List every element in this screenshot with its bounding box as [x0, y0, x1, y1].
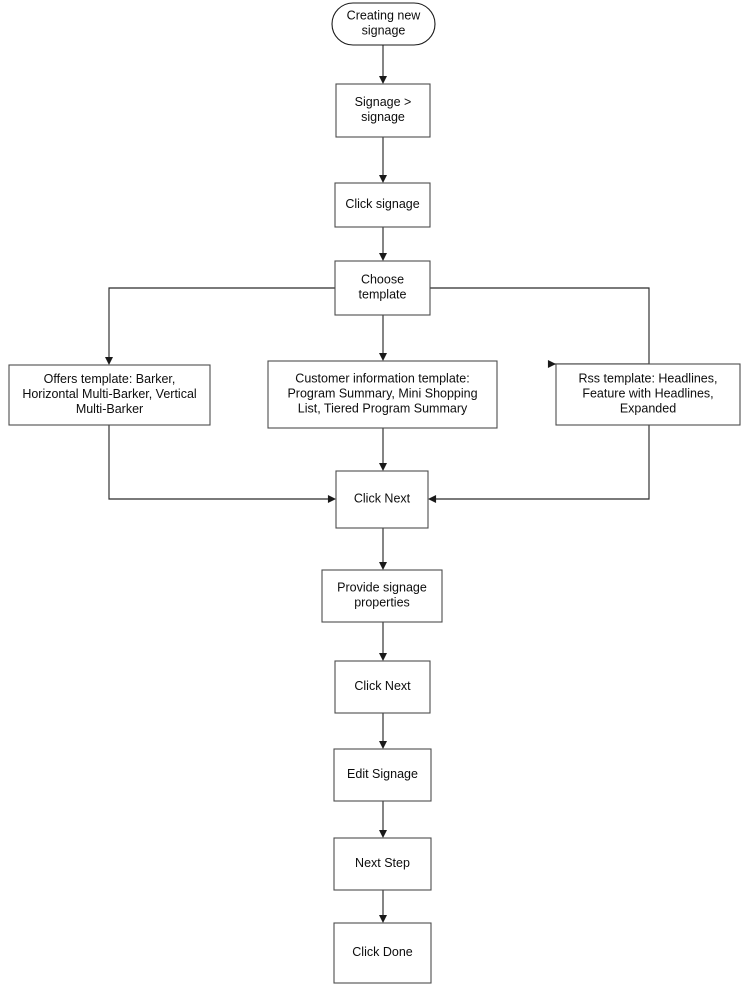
connector-rss-to-click-next — [428, 425, 650, 503]
node-shape-click-done — [333, 922, 432, 984]
connector-line — [108, 425, 329, 500]
node-shape-click-next-2 — [334, 660, 431, 714]
connector-click-next-to-provide-properties — [379, 528, 387, 570]
node-label-click-next-1: Click Next — [354, 492, 411, 506]
node-shape-start — [331, 2, 436, 46]
connector-arrowhead — [428, 495, 437, 503]
node-label-line: Click Done — [352, 945, 412, 959]
node-label-line: Signage > — [355, 95, 412, 109]
node-shape-choose-template — [334, 260, 431, 316]
connector-arrowhead — [379, 561, 387, 570]
connector-line — [430, 287, 650, 365]
node-label-customer-information-template: Customer information template:Program Su… — [287, 372, 477, 416]
node-label-line: Customer information template: — [295, 372, 469, 386]
connector-arrowhead — [379, 252, 387, 261]
node-edit-signage: Edit Signage — [333, 748, 432, 802]
connector-arrowhead — [547, 360, 556, 368]
node-signage-menu: Signage >signage — [335, 83, 431, 138]
node-label-line: template — [359, 288, 407, 302]
connector-click-signage-to-choose-template — [379, 227, 387, 261]
node-label-click-done: Click Done — [352, 945, 412, 959]
connector-choose-template-to-customer-information — [379, 315, 387, 361]
connector-arrowhead — [379, 829, 387, 838]
connector-click-next-2-to-edit-signage — [379, 713, 387, 749]
node-label-offers-template: Offers template: Barker,Horizontal Multi… — [22, 372, 196, 416]
node-label-rss-template: Rss template: Headlines,Feature with Hea… — [579, 372, 718, 416]
connector-arrowhead — [379, 740, 387, 749]
node-rss-template: Rss template: Headlines,Feature with Hea… — [555, 363, 741, 426]
node-label-click-signage: Click signage — [345, 197, 419, 211]
node-shape-signage-menu — [335, 83, 431, 138]
connector-offers-to-click-next — [108, 425, 336, 503]
connector-arrowhead — [379, 652, 387, 661]
connector-next-step-to-click-done — [379, 890, 387, 923]
node-shape-next-step — [333, 837, 432, 891]
node-label-line: properties — [354, 596, 410, 610]
node-shape-click-next-1 — [335, 470, 429, 529]
node-label-line: Creating new — [347, 9, 422, 23]
node-shape-edit-signage — [333, 748, 432, 802]
node-label-line: Expanded — [620, 402, 676, 416]
node-label-line: Multi-Barker — [76, 402, 143, 416]
node-label-line: Feature with Headlines, — [582, 387, 713, 401]
node-label-line: Rss template: Headlines, — [579, 372, 718, 386]
node-label-line: Choose — [361, 273, 404, 287]
node-label-line: Click signage — [345, 197, 419, 211]
node-label-line: Horizontal Multi-Barker, Vertical — [22, 387, 196, 401]
node-offers-template: Offers template: Barker,Horizontal Multi… — [8, 364, 211, 426]
node-customer-information-template: Customer information template:Program Su… — [267, 360, 498, 429]
connector-line — [108, 287, 335, 358]
node-shape-rss-template — [555, 363, 741, 426]
node-label-line: signage — [361, 110, 405, 124]
node-label-line: Offers template: Barker, — [44, 372, 176, 386]
connector-arrowhead — [105, 356, 113, 365]
node-click-next-2: Click Next — [334, 660, 431, 714]
node-label-line: Edit Signage — [347, 767, 418, 781]
node-shape-click-signage — [334, 182, 431, 228]
node-click-done: Click Done — [333, 922, 432, 984]
node-click-next-1: Click Next — [335, 470, 429, 529]
connector-choose-template-to-rss — [430, 287, 650, 368]
node-label-line: Click Next — [354, 492, 411, 506]
node-label-line: List, Tiered Program Summary — [298, 402, 468, 416]
connector-arrowhead — [379, 914, 387, 923]
node-label-click-next-2: Click Next — [354, 679, 411, 693]
node-label-line: Next Step — [355, 856, 410, 870]
connector-layer — [105, 45, 650, 923]
node-shape-provide-signage-properties — [321, 569, 443, 623]
node-label-line: Program Summary, Mini Shopping — [287, 387, 477, 401]
connector-edit-signage-to-next-step — [379, 801, 387, 838]
connector-provide-properties-to-click-next-2 — [379, 622, 387, 661]
connector-arrowhead — [379, 462, 387, 471]
node-label-line: signage — [362, 24, 406, 38]
node-shape-customer-information-template — [267, 360, 498, 429]
connector-arrowhead — [379, 352, 387, 361]
node-shape-offers-template — [8, 364, 211, 426]
connector-arrowhead — [379, 75, 387, 84]
node-click-signage: Click signage — [334, 182, 431, 228]
node-label-line: Provide signage — [337, 581, 427, 595]
node-label-line: Click Next — [354, 679, 411, 693]
node-label-signage-menu: Signage >signage — [355, 95, 412, 124]
connector-line — [435, 425, 650, 500]
node-next-step: Next Step — [333, 837, 432, 891]
connector-arrowhead — [379, 174, 387, 183]
connector-choose-template-to-offers — [105, 287, 335, 365]
connector-start-to-signage-menu — [379, 45, 387, 84]
connector-signage-menu-to-click-signage — [379, 137, 387, 183]
connector-customer-information-to-click-next — [379, 428, 387, 471]
node-label-edit-signage: Edit Signage — [347, 767, 418, 781]
node-label-next-step: Next Step — [355, 856, 410, 870]
connector-arrowhead — [327, 495, 336, 503]
